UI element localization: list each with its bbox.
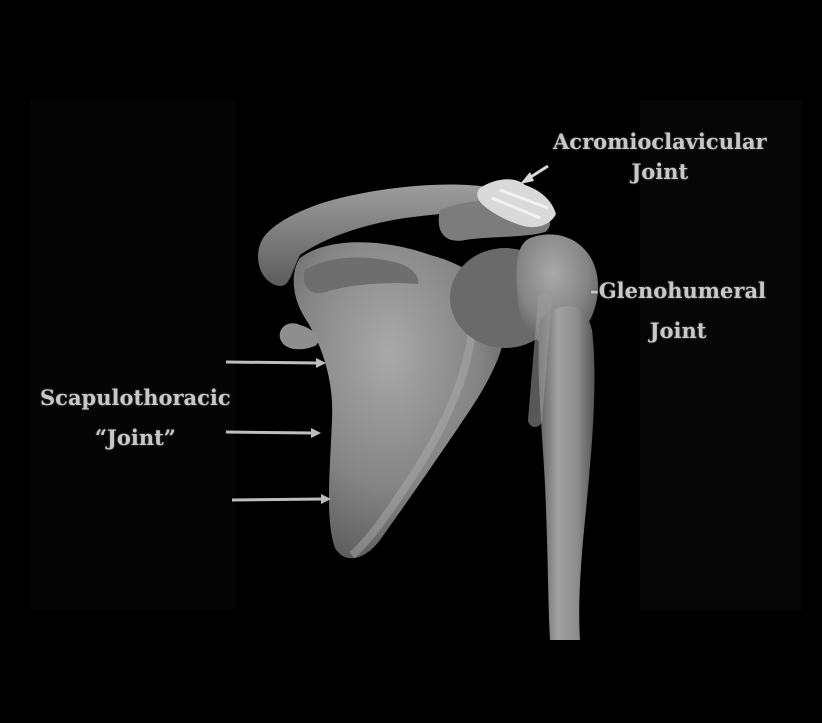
arrow-scapulothoracic-3 <box>232 494 331 504</box>
label-acromioclavicular-line2: Joint <box>553 157 767 187</box>
label-scapulothoracic-joint: Scapulothoracic “Joint” <box>40 383 231 453</box>
label-glenohumeral-line1: -Glenohumeral <box>590 276 766 306</box>
background-panel-left <box>30 100 235 610</box>
label-scapulothoracic-line1: Scapulothoracic <box>40 383 231 413</box>
arrow-scapulothoracic-1 <box>226 358 326 368</box>
arrow-acromioclavicular <box>520 166 548 184</box>
label-glenohumeral-line2: Joint <box>590 306 766 346</box>
label-acromioclavicular-line1: Acromioclavicular <box>553 127 767 157</box>
arrow-scapulothoracic-2 <box>226 428 321 438</box>
label-scapulothoracic-line2: “Joint” <box>40 413 231 453</box>
label-acromioclavicular-joint: Acromioclavicular Joint <box>553 127 767 187</box>
label-glenohumeral-joint: -Glenohumeral Joint <box>590 276 766 346</box>
humerus-highlight <box>535 300 545 420</box>
